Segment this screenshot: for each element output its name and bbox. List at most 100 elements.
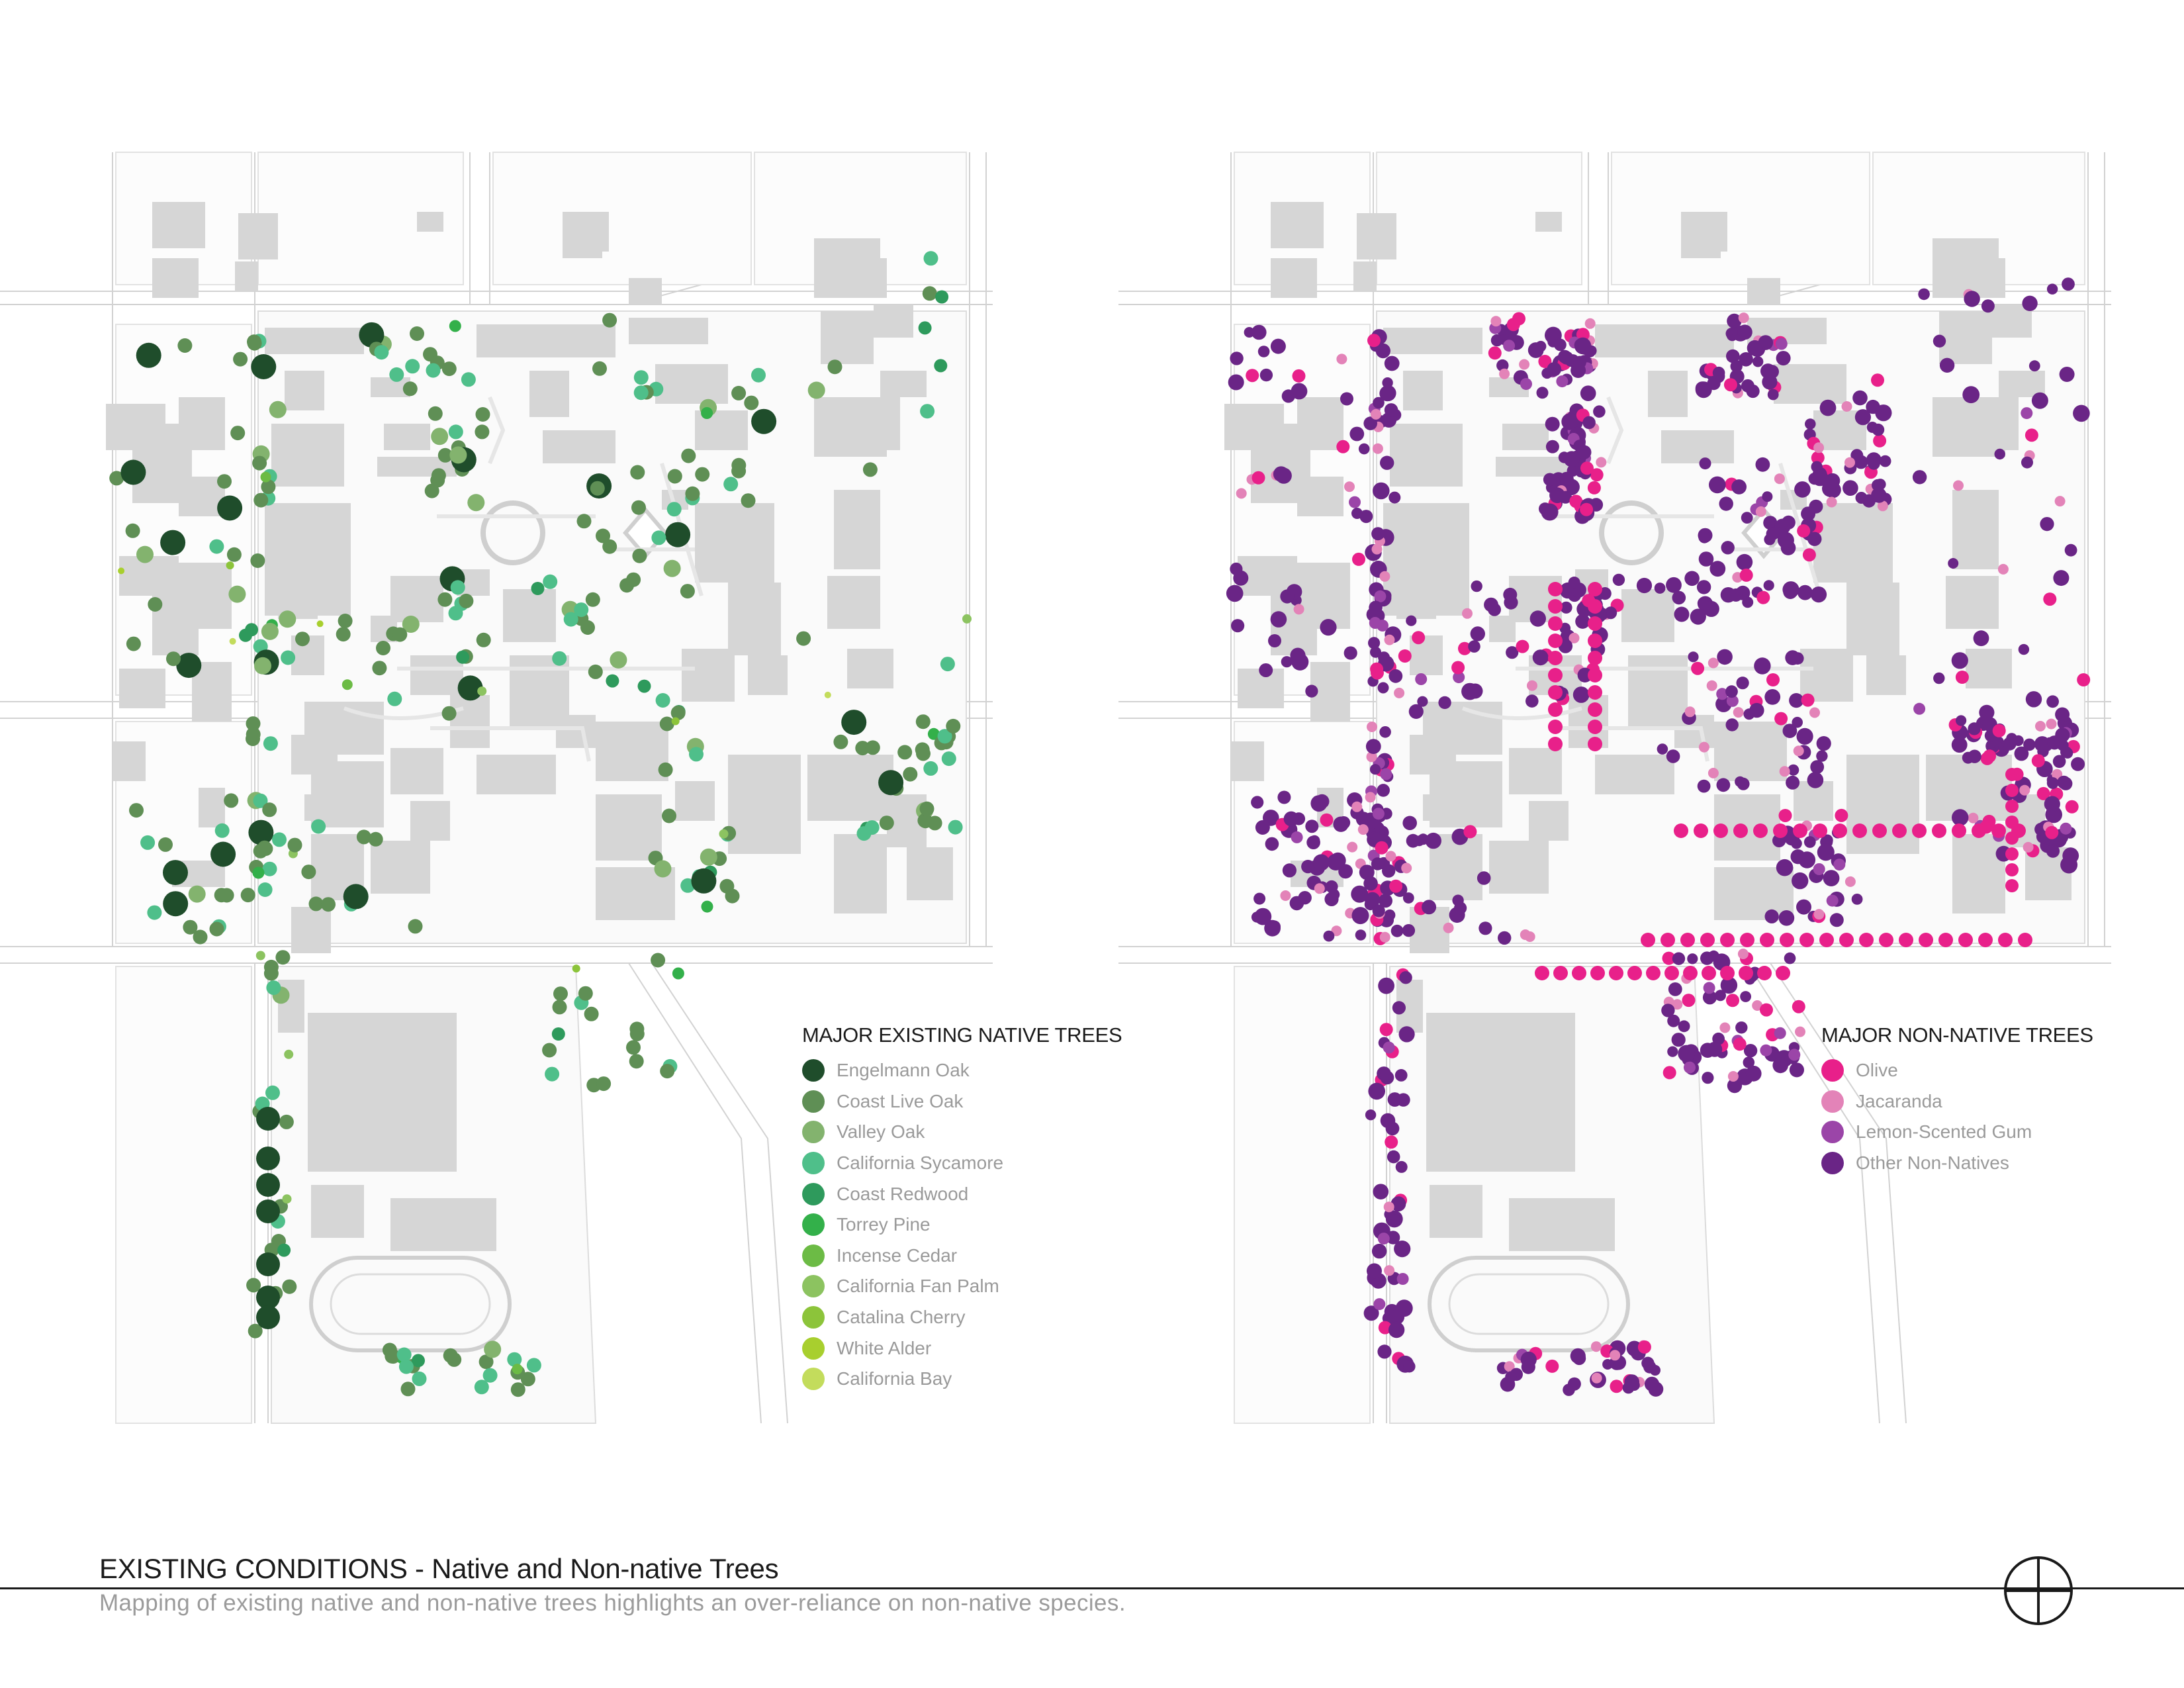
nonnative-tree-marker [1347,841,1358,853]
nonnative-tree-marker [1707,657,1719,669]
nonnative-tree-marker [1379,1023,1393,1037]
native-tree-marker [158,837,173,852]
native-tree-marker [484,1340,502,1358]
native-legend-item: Engelmann Oak [802,1055,1122,1086]
nonnative-tree-marker [1962,386,1980,404]
building-footprint [291,907,331,953]
building-footprint [1509,748,1562,794]
nonnative-tree-marker [1778,809,1792,822]
nonnative-tree-marker [1826,894,1839,907]
native-tree-marker [482,1368,498,1383]
nonnative-tree-marker [1556,375,1569,388]
native-tree-marker [629,1026,645,1041]
nonnative-legend-label: Lemon-Scented Gum [1856,1121,2032,1143]
nonnative-tree-marker [2025,428,2038,442]
building-footprint [907,847,953,900]
native-tree-marker [247,336,262,351]
nonnative-tree-marker [1982,814,1996,828]
building-footprint [1952,490,1999,569]
native-tree-marker [246,727,261,742]
native-tree-marker [338,614,353,628]
nonnative-tree-marker [1730,360,1743,373]
native-tree-marker [662,808,676,823]
native-tree-marker [279,610,296,628]
native-legend-title: MAJOR EXISTING NATIVE TREES [802,1023,1122,1047]
nonnative-tree-marker [1839,933,1854,947]
nonnative-tree-marker [1636,577,1653,594]
nonnative-tree-marker [1378,977,1395,994]
native-tree-marker [633,370,649,385]
nonnative-tree-marker [1743,1044,1758,1058]
nonnative-tree-marker [1338,864,1353,879]
native-tree-marker [725,888,740,904]
native-tree-marker [927,727,940,740]
nonnative-tree-marker [1588,616,1602,631]
nonnative-tree-marker [1398,649,1412,663]
nonnative-tree-marker [1588,737,1602,751]
native-tree-marker [580,620,595,635]
native-tree-marker [441,361,457,377]
nonnative-tree-marker [1819,933,1834,947]
native-tree-marker [251,354,277,379]
nonnative-tree-marker [1913,702,1926,715]
nonnative-tree-marker [1490,334,1503,347]
nonnative-tree-marker [1230,352,1244,365]
nonnative-tree-marker [1671,1033,1686,1047]
nonnative-tree-marker [1588,599,1602,614]
nonnative-tree-marker [1735,1021,1748,1034]
building-footprint [1621,589,1674,642]
nonnative-tree-marker [1368,1082,1385,1100]
nonnative-tree-marker [1379,571,1390,582]
nonnative-tree-marker [1548,633,1563,648]
nonnative-tree-marker [2005,816,2019,829]
building-footprint [152,576,199,655]
building-footprint [1595,324,1734,357]
native-tree-marker [553,986,568,1002]
nonnative-tree-marker [1520,929,1531,940]
nonnative-tree-marker [1826,496,1837,508]
nonnative-tree-marker [2005,879,2019,892]
native-tree-marker [229,637,236,645]
native-tree-marker [551,1027,565,1041]
nonnative-tree-marker [1672,999,1683,1010]
nonnative-tree-marker [1736,677,1749,690]
building-footprint [1714,867,1794,920]
nonnative-tree-marker [2055,707,2070,722]
nonnative-tree-marker [2021,407,2033,420]
nonnative-tree-marker [1786,775,1800,790]
nonnative-tree-marker [1371,527,1385,541]
native-legend-label: California Sycamore [837,1152,1004,1174]
nonnative-tree-marker [1816,736,1831,751]
nonnative-tree-marker [1231,619,1245,633]
nonnative-tree-marker [1678,1020,1690,1033]
city-block [1611,152,1870,285]
street-line [628,962,762,1424]
native-tree-marker [209,539,224,554]
nonnative-tree-marker [1521,1360,1535,1374]
page-subtitle: Mapping of existing native and non-nativ… [99,1590,1126,1616]
nonnative-tree-marker [1968,749,1981,763]
nonnative-tree-marker [1359,510,1373,524]
nonnative-tree-marker [1740,933,1754,947]
native-tree-marker [596,528,610,543]
nonnative-tree-marker [2065,800,2079,814]
nonnative-tree-marker [1708,950,1719,962]
nonnative-tree-marker [1395,1160,1408,1173]
nonnative-tree-marker [1899,933,1913,947]
nonnative-tree-marker [1358,443,1370,455]
native-tree-marker [680,584,695,599]
nonnative-tree-marker [1560,601,1572,614]
nonnative-tree-marker [1367,1263,1382,1279]
nonnative-tree-marker [1506,318,1520,332]
native-trees-legend: MAJOR EXISTING NATIVE TREES Engelmann Oa… [802,1023,1122,1395]
nonnative-tree-marker [1506,646,1519,659]
nonnative-tree-marker [1760,933,1774,947]
nonnative-tree-marker [1813,442,1825,453]
native-tree-marker [279,1114,294,1129]
building-footprint [199,788,225,827]
nonnative-tree-marker [1336,353,1347,365]
native-tree-marker [160,530,186,555]
nonnative-tree-marker [1726,349,1740,363]
nonnative-tree-marker [1365,892,1381,908]
nonnative-tree-marker [1933,672,1945,684]
